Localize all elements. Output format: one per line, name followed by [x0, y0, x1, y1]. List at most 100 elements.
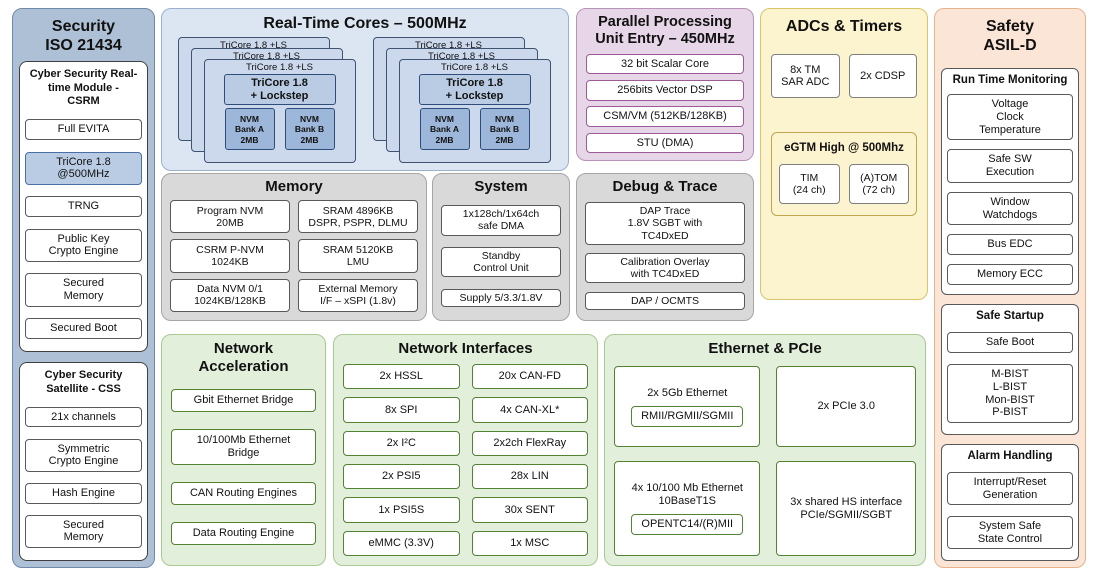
netif-item-msc: 1x MSC — [471, 530, 588, 556]
css-item-secured-memory: Secured Memory — [25, 514, 142, 548]
security-panel: Security ISO 21434 Cyber Security Real- … — [12, 8, 155, 568]
nvm-bank-b: NVM Bank B 2MB — [284, 108, 335, 151]
runtime-monitoring-title: Run Time Monitoring — [952, 74, 1068, 87]
netif-item-lin: 28x LIN — [471, 463, 588, 490]
alarm-handling-module: Alarm Handling Interrupt/Reset Generatio… — [941, 444, 1079, 561]
sar-adc-box: 8x TM SAR ADC — [771, 54, 840, 99]
system-item-standby-control: Standby Control Unit — [441, 246, 561, 278]
netif-item-emmc: eMMC (3.3V) — [343, 530, 460, 556]
css-module: Cyber Security Satellite - CSS 21x chann… — [19, 362, 148, 561]
netif-item-spi: 8x SPI — [343, 397, 460, 423]
atom-box: (A)TOM (72 ch) — [848, 164, 909, 205]
memory-panel: Memory Program NVM 20MB SRAM 4896KB DSPR… — [161, 173, 427, 321]
netif-item-hssl: 2x HSSL — [343, 364, 460, 390]
tricore-card-label: TriCore 1.8 +LS — [220, 40, 287, 52]
core-stacks: TriCore 1.8 +LS TriCore 1.8 + Lockstep N… — [170, 37, 560, 165]
network-acceleration-panel: Network Acceleration Gbit Ethernet Bridg… — [161, 334, 326, 566]
memory-item-sram-5120: SRAM 5120KB LMU — [298, 239, 418, 273]
csrm-item-public-key-crypto: Public Key Crypto Engine — [25, 228, 142, 262]
network-acceleration-title: Network Acceleration — [198, 340, 289, 375]
ppu-item-stu-dma: STU (DMA) — [586, 132, 744, 154]
debug-trace-panel: Debug & Trace DAP Trace 1.8V SGBT with T… — [576, 173, 754, 321]
system-item-safe-dma: 1x128ch/1x64ch safe DMA — [441, 205, 561, 236]
eth-10-100-label: 4x 10/100 Mb Ethernet 10BaseT1S — [631, 481, 743, 508]
tricore-card: TriCore 1.8 +LS TriCore 1.8 + Lockstep N… — [398, 59, 551, 164]
network-interfaces-panel: Network Interfaces 2x HSSL 20x CAN-FD 8x… — [333, 334, 598, 566]
egtm-label: eGTM High @ 500Mhz — [784, 142, 904, 155]
runtime-item-safe-sw-execution: Safe SW Execution — [947, 149, 1073, 183]
csrm-item-full-evita: Full EVITA — [25, 119, 142, 141]
security-panel-title: Security ISO 21434 — [45, 18, 122, 55]
nvm-bank-b: NVM Bank B 2MB — [479, 108, 530, 151]
memory-item-csrm-pnvm: CSRM P-NVM 1024KB — [170, 239, 290, 273]
ppu-item-scalar-core: 32 bit Scalar Core — [586, 53, 744, 75]
netaccel-item-data-routing: Data Routing Engine — [171, 522, 316, 545]
eth-5gb-label: 2x 5Gb Ethernet — [647, 386, 728, 399]
tim-box: TIM (24 ch) — [779, 164, 840, 205]
csrm-module: Cyber Security Real- time Module - CSRM … — [19, 61, 148, 353]
rmii-rgmii-sgmii-box: RMII/RGMII/SGMII — [631, 405, 744, 427]
system-panel: System 1x128ch/1x64ch safe DMA Standby C… — [432, 173, 570, 321]
css-items: 21x channels Symmetric Crypto Engine Has… — [25, 401, 142, 554]
nvm-bank-a: NVM Bank A 2MB — [419, 108, 470, 151]
debug-item-calibration-overlay: Calibration Overlay with TC4DxED — [585, 253, 745, 284]
netaccel-item-can-routing: CAN Routing Engines — [171, 482, 316, 505]
css-item-symmetric-crypto: Symmetric Crypto Engine — [25, 438, 142, 472]
tricore-card: TriCore 1.8 +LS TriCore 1.8 + Lockstep N… — [203, 59, 356, 164]
opentc-rmii-box: OPENTC14/(R)MII — [631, 514, 744, 536]
netif-item-can-xl: 4x CAN-XL* — [471, 397, 588, 423]
css-title: Cyber Security Satellite - CSS — [44, 369, 123, 395]
csrm-items: Full EVITA TriCore 1.8 @500MHz TRNG Publ… — [25, 113, 142, 345]
netaccel-item-gbit-bridge: Gbit Ethernet Bridge — [171, 389, 316, 412]
runtime-item-window-watchdogs: Window Watchdogs — [947, 191, 1073, 226]
ethernet-pcie-title: Ethernet & PCIe — [708, 340, 822, 357]
nvm-bank-a: NVM Bank A 2MB — [224, 108, 275, 151]
netif-item-sent: 30x SENT — [471, 497, 588, 523]
adcs-timers-panel: ADCs & Timers 8x TM SAR ADC 2x CDSP eGTM… — [760, 8, 928, 300]
memory-item-sram-4896: SRAM 4896KB DSPR, PSPR, DLMU — [298, 200, 418, 234]
alarm-item-safe-state-control: System Safe State Control — [947, 516, 1073, 550]
adcs-timers-title: ADCs & Timers — [785, 18, 903, 35]
tricore-card-label: TriCore 1.8 +LS — [428, 51, 495, 63]
realtime-cores-title: Real-Time Cores – 500MHz — [263, 15, 467, 32]
tricore-card-label: TriCore 1.8 +LS — [246, 62, 313, 74]
ppu-item-csm-vm: CSM/VM (512KB/128KB) — [586, 106, 744, 127]
tricore-lockstep-box: TriCore 1.8 + Lockstep — [223, 74, 336, 106]
tricore-card-label: TriCore 1.8 +LS — [441, 62, 508, 74]
runtime-monitoring-module: Run Time Monitoring Voltage Clock Temper… — [941, 68, 1079, 295]
eth-10-100-box: 4x 10/100 Mb Ethernet 10BaseT1S OPENTC14… — [614, 461, 761, 556]
debug-item-dap-ocmts: DAP / OCMTS — [585, 291, 745, 310]
realtime-cores-panel: Real-Time Cores – 500MHz TriCore 1.8 +LS… — [161, 8, 569, 171]
eth-5gb-box: 2x 5Gb Ethernet RMII/RGMII/SGMII — [614, 366, 761, 448]
csrm-item-secured-memory: Secured Memory — [25, 273, 142, 307]
csrm-item-secured-boot: Secured Boot — [25, 318, 142, 339]
parallel-processing-panel: Parallel Processing Unit Entry – 450MHz … — [576, 8, 754, 161]
debug-item-dap-trace: DAP Trace 1.8V SGBT with TC4DxED — [585, 202, 745, 245]
debug-trace-title: Debug & Trace — [612, 178, 718, 195]
system-item-supply: Supply 5/3.3/1.8V — [441, 288, 561, 307]
memory-item-program-nvm: Program NVM 20MB — [170, 200, 290, 234]
alarm-handling-title: Alarm Handling — [967, 450, 1053, 463]
runtime-item-voltage-clock-temp: Voltage Clock Temperature — [947, 94, 1073, 141]
netif-item-can-fd: 20x CAN-FD — [471, 364, 588, 390]
startup-item-safe-boot: Safe Boot — [947, 332, 1073, 353]
memory-item-data-nvm: Data NVM 0/1 1024KB/128KB — [170, 278, 290, 312]
tricore-card-label: TriCore 1.8 +LS — [415, 40, 482, 52]
runtime-item-bus-edc: Bus EDC — [947, 234, 1073, 255]
network-interfaces-title: Network Interfaces — [398, 340, 533, 357]
egtm-module: eGTM High @ 500Mhz TIM (24 ch) (A)TOM (7… — [771, 132, 917, 217]
system-title: System — [474, 178, 528, 195]
tricore-lockstep-box: TriCore 1.8 + Lockstep — [418, 74, 531, 106]
netif-item-flexray: 2x2ch FlexRay — [471, 430, 588, 456]
csrm-title: Cyber Security Real- time Module - CSRM — [29, 68, 138, 107]
netaccel-item-10-100-bridge: 10/100Mb Ethernet Bridge — [171, 429, 316, 465]
netif-item-i2c: 2x I²C — [343, 430, 460, 456]
csrm-item-tricore-core: TriCore 1.8 @500MHz — [25, 151, 142, 185]
runtime-item-memory-ecc: Memory ECC — [947, 263, 1073, 285]
tricore-card-label: TriCore 1.8 +LS — [233, 51, 300, 63]
safety-panel: Safety ASIL-D Run Time Monitoring Voltag… — [934, 8, 1086, 568]
parallel-processing-title: Parallel Processing Unit Entry – 450MHz — [595, 14, 735, 48]
netif-item-psi5s: 1x PSI5S — [343, 497, 460, 523]
ppu-item-vector-dsp: 256bits Vector DSP — [586, 79, 744, 101]
startup-item-bist: M-BIST L-BIST Mon-BIST P-BIST — [947, 364, 1073, 423]
